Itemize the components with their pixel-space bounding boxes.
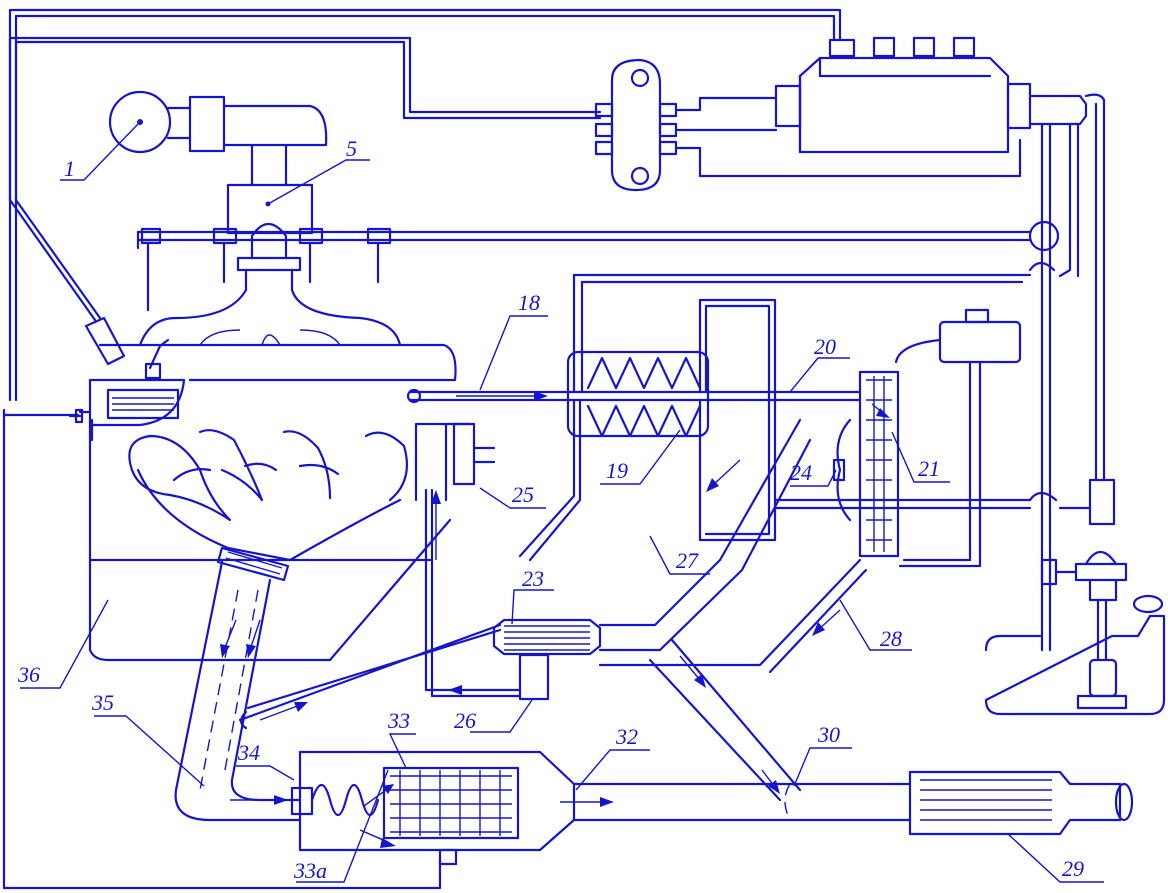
fuel-tank [984,594,1166,716]
heater-core [566,350,710,438]
relay-module [594,58,1022,192]
fuel-pressure-regulator [1074,550,1128,662]
callout-36: 36 [17,662,40,687]
exhaust-manifold [128,429,408,562]
callout-18: 18 [518,290,540,315]
callout-21: 21 [918,456,940,481]
egr-cooler [492,618,602,656]
leader-lines [20,121,1104,883]
callout-28: 28 [880,626,902,651]
control-wiring [2,8,842,890]
heater-spring [290,783,380,817]
ecu-unit [774,36,1032,154]
radiator [858,370,900,558]
callout-1: 1 [64,156,75,181]
expansion-tank [894,308,1022,568]
callout-35: 35 [91,690,114,715]
engine-block [68,343,457,662]
egr-valve [424,488,550,701]
fuel-rail [136,227,1032,312]
thermostat [414,422,496,502]
flow-arrows [220,391,890,848]
callout-32: 32 [615,724,638,749]
callout-5: 5 [346,136,357,161]
down-pipe [174,560,302,822]
callout-labels: 1 5 18 19 20 21 23 24 25 26 27 28 29 30 … [17,136,1084,883]
callout-20: 20 [814,334,836,359]
exhaust-flange [216,546,290,582]
callout-33a: 33а [293,858,327,883]
callout-30: 30 [817,722,840,747]
intake-manifold [138,268,402,347]
egr-pipes [238,418,812,802]
radiator-fan [832,418,852,522]
callout-34: 34 [237,740,260,765]
callout-23: 23 [522,566,544,591]
callout-27: 27 [676,548,699,573]
callout-33: 33 [387,708,410,733]
fuel-filter [1040,478,1116,586]
callout-29: 29 [1062,856,1084,881]
cooling-pipes [406,273,1032,674]
callout-26: 26 [454,708,476,733]
intake-air-duct [166,95,328,187]
callout-19: 19 [606,458,628,483]
catalytic-converter [298,750,576,866]
callout-25: 25 [512,482,534,507]
tail-pipe [572,770,1134,836]
callout-24: 24 [790,460,812,485]
head-sensors [84,316,170,380]
throttle-body [226,183,314,272]
